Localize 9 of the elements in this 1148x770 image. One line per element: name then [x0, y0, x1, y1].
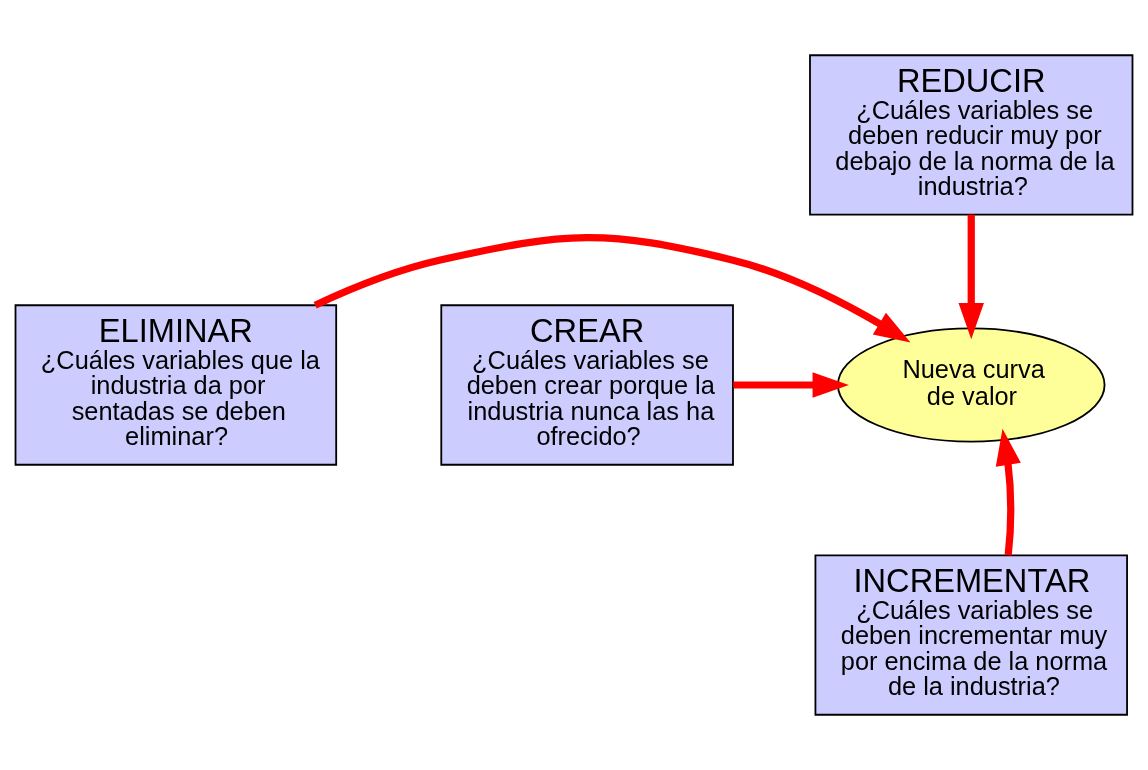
node-box: CREAR ¿Cuáles variables se deben crear porque la industria nunca las ha ofrecido?	[440, 304, 734, 466]
node-box: INCREMENTAR ¿Cuáles variables se deben incrementar muy por encima de la norma de la industria?	[814, 554, 1128, 716]
arrow	[995, 428, 1021, 556]
node-box: REDUCIR ¿Cuáles variables se deben reducir muy por debajo de la norma de la industria?	[809, 54, 1134, 216]
arrow	[733, 372, 849, 398]
node-ellipse: Nueva curva de valor	[837, 327, 1106, 443]
arrow	[958, 214, 984, 340]
arrow	[313, 234, 911, 343]
node-box: ELIMINAR ¿Cuáles variables que la industria da por sentadas se deben eliminar?	[14, 304, 338, 466]
